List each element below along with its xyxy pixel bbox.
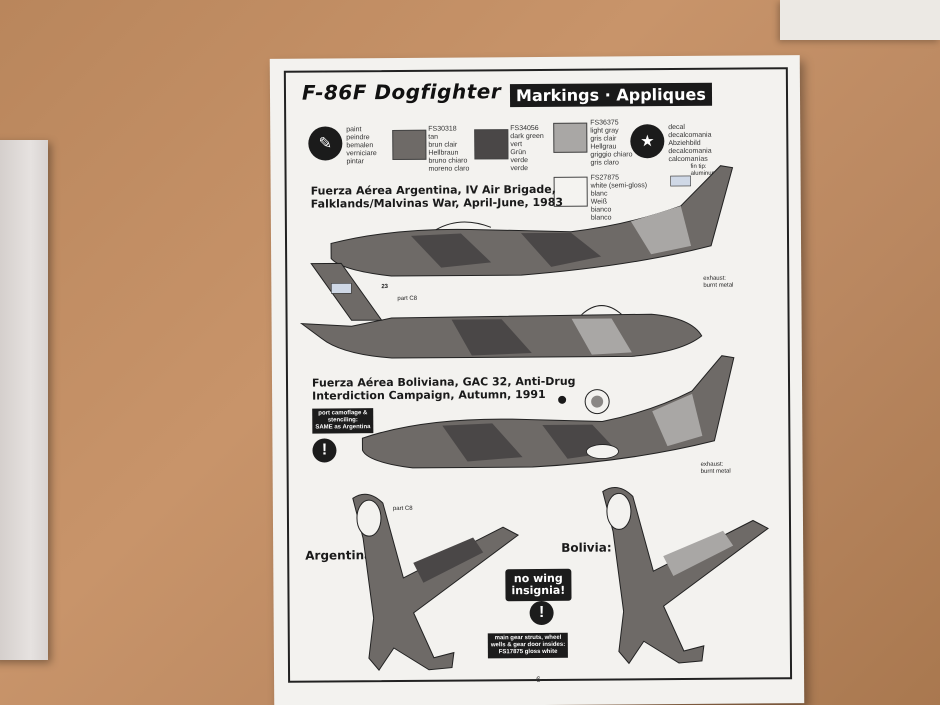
paper-corner — [780, 0, 940, 40]
bolivia-plan-view — [602, 486, 769, 665]
argentina-side-view-starboard — [299, 262, 703, 359]
aircraft-artwork — [299, 165, 769, 671]
argentina-side-view-port — [330, 165, 734, 277]
argentina-plan-view — [352, 493, 520, 671]
model-box-edge — [0, 140, 48, 660]
bolivia-side-view — [361, 355, 735, 469]
instruction-sheet: F-86F Dogfighter Markings · Appliques ✎ … — [269, 55, 805, 705]
